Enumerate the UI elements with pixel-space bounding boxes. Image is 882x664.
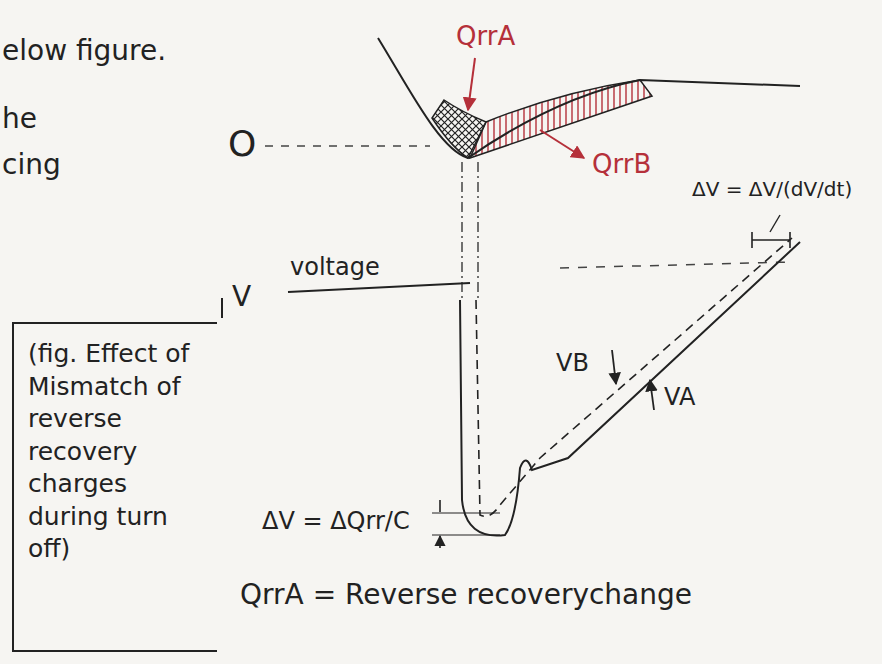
interval-marker [752,232,790,248]
annotation-label: elow figure. [2,36,166,67]
qrrb-region [470,80,652,158]
annotation-label: QrrB [592,150,651,179]
projection-line [462,162,478,300]
zero-line [265,145,430,147]
dimension-line [432,513,500,535]
annotation-label: VA [664,384,695,410]
voltage-level [560,262,790,268]
current-curve [378,38,800,158]
dimension-arrow [439,500,441,548]
caption-bracket: (fig. Effect of Mismatch of reverse reco… [12,322,217,652]
voltage-line [288,283,470,292]
annotation-label: O [228,124,256,164]
annotation-label: V [232,282,251,313]
annotation-label: VB [556,350,589,376]
leader-arrow [468,58,475,110]
annotation-label: cing [2,150,61,181]
annotation-label: ΔV = ΔV/(dV/dt) [692,178,852,200]
leader-arrow [650,380,654,410]
leader-arrow [540,130,584,158]
leader-line [770,215,780,232]
leader-arrow [612,350,616,384]
annotation-label: QrrA [456,22,515,51]
annotation-label: QrrA = Reverse recoverychange [240,580,692,611]
tick [221,298,223,318]
annotation-label: voltage [290,254,380,280]
voltage-b [476,238,792,516]
annotation-label: ΔV = ΔQrr/C [262,508,410,534]
caption-text: (fig. Effect of Mismatch of reverse reco… [28,338,207,566]
annotation-label: he [2,104,37,135]
